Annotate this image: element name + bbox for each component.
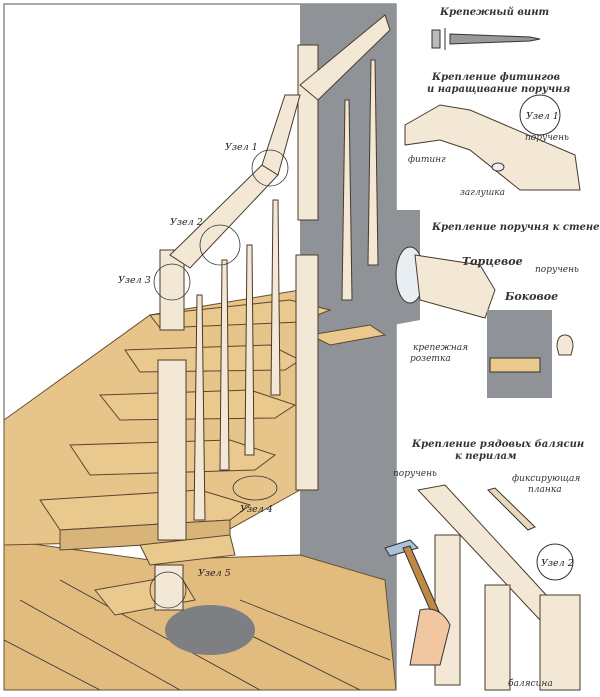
hammer-icon xyxy=(384,539,419,557)
fittings-title-2: и наращивание поручня xyxy=(427,84,570,95)
side-bolt-icon xyxy=(489,357,541,373)
rosette-label-2: розетка xyxy=(410,354,451,364)
newel-post-base xyxy=(154,564,184,611)
balusters xyxy=(193,59,379,521)
newel-post-lower xyxy=(157,359,187,541)
node-1-label: Узел 1 xyxy=(225,142,258,153)
plug-label: заглушка xyxy=(460,188,505,198)
baluster-label: балясина xyxy=(508,678,553,689)
screw-icon xyxy=(449,33,541,45)
node-2-circle xyxy=(536,543,574,581)
fixing-strip-icon xyxy=(487,487,536,531)
fittings-title-1: Крепление фитингов xyxy=(431,72,561,83)
baluster-node-label: Узел 2 xyxy=(541,558,574,569)
fitting-label: фитинг xyxy=(408,155,446,165)
strip-label-2: планка xyxy=(528,485,562,495)
screw-panel: Крепежный винт xyxy=(431,7,549,50)
rosette-label-1: крепежная xyxy=(413,343,468,353)
wall-mount-panel: Крепление поручня к стене Торцевое поруч… xyxy=(393,210,600,398)
end-mount-label: Торцевое xyxy=(462,255,523,268)
baluster-title-2: к перилам xyxy=(455,451,516,462)
wall-handrail-drawing xyxy=(414,254,496,319)
handrail-label: поручень xyxy=(525,133,569,143)
handrail-fitting xyxy=(261,94,301,176)
node-markers xyxy=(149,149,289,609)
baluster-panel: Крепление рядовых балясин к перилам пору… xyxy=(384,439,584,691)
floor-opening xyxy=(165,605,255,655)
strip-label-1: фиксирующая xyxy=(512,474,580,484)
side-wall-block xyxy=(487,310,552,398)
side-mount-label: Боковое xyxy=(504,290,558,303)
baluster-2 xyxy=(484,584,511,691)
fittings-panel: Крепление фитингов и наращивание поручня… xyxy=(404,72,581,198)
screw-washer-icon xyxy=(431,29,441,49)
node-2-label: Узел 2 xyxy=(170,217,203,228)
staircase-scene: Узел 1 Узел 2 Узел 3 Узел 4 Узел 5 xyxy=(3,3,397,691)
baluster-handrail-label: поручень xyxy=(393,469,437,479)
newel-post-middle xyxy=(295,254,319,491)
plug-icon xyxy=(491,162,505,172)
newel-post-upper xyxy=(159,249,185,331)
node-1-circle xyxy=(519,94,561,136)
node-4-label: Узел 4 xyxy=(240,504,273,515)
baluster-title-1: Крепление рядовых балясин xyxy=(411,439,584,450)
handrail-fitting-drawing xyxy=(404,104,581,191)
wall-handrail-label: поручень xyxy=(535,265,579,275)
node-5-label: Узел 5 xyxy=(198,568,231,579)
wall-mount-title: Крепление поручня к стене xyxy=(431,222,600,233)
fittings-node-label: Узел 1 xyxy=(526,111,559,122)
newel-post-top xyxy=(297,44,319,221)
baluster-newel xyxy=(539,594,581,691)
screw-title: Крепежный винт xyxy=(439,7,549,18)
node-3-label: Узел 3 xyxy=(118,275,151,286)
handrail-upper xyxy=(299,14,391,101)
side-handrail-icon xyxy=(556,334,574,356)
hand-icon xyxy=(409,608,451,666)
